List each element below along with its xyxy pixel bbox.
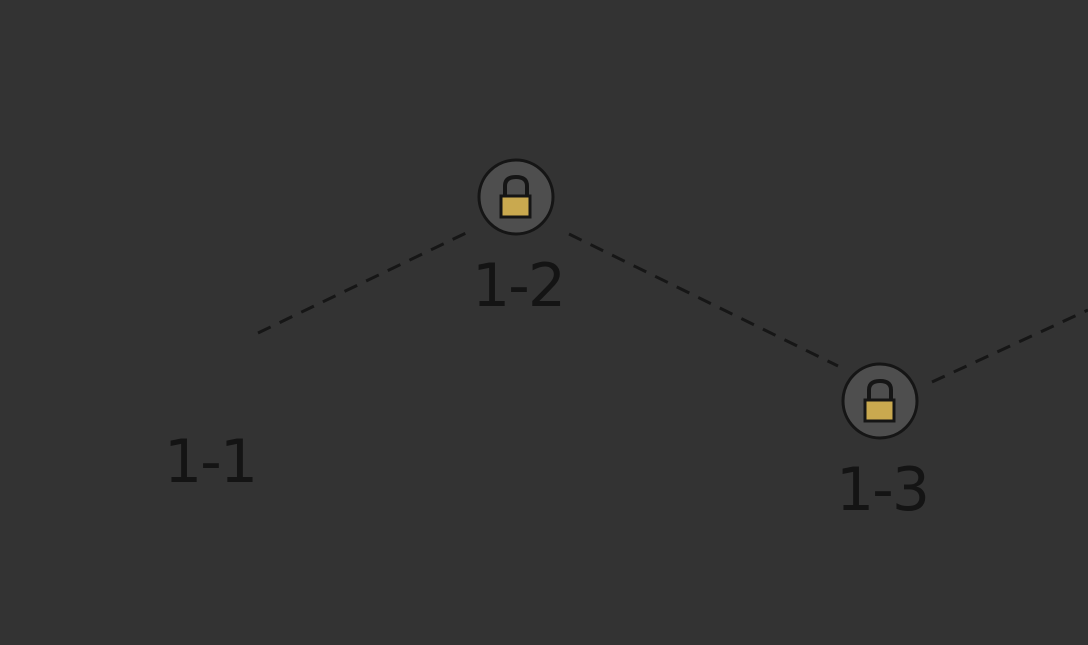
level-label-1-2: 1-2 [472,251,564,321]
path-1-3-to-next [931,308,1088,384]
path-1-1-to-1-2 [257,231,467,335]
level-label-1-1: 1-1 [164,427,256,497]
level-label-1-3: 1-3 [836,455,928,525]
padlock-icon [863,378,896,423]
path-1-2-to-1-3 [568,232,839,368]
level-node-1-2[interactable]: 1-2 [472,158,566,321]
level-node-1-3[interactable]: 1-3 [836,362,930,525]
padlock-icon [499,174,532,219]
level-node-1-1[interactable]: 1-1 [164,427,258,497]
